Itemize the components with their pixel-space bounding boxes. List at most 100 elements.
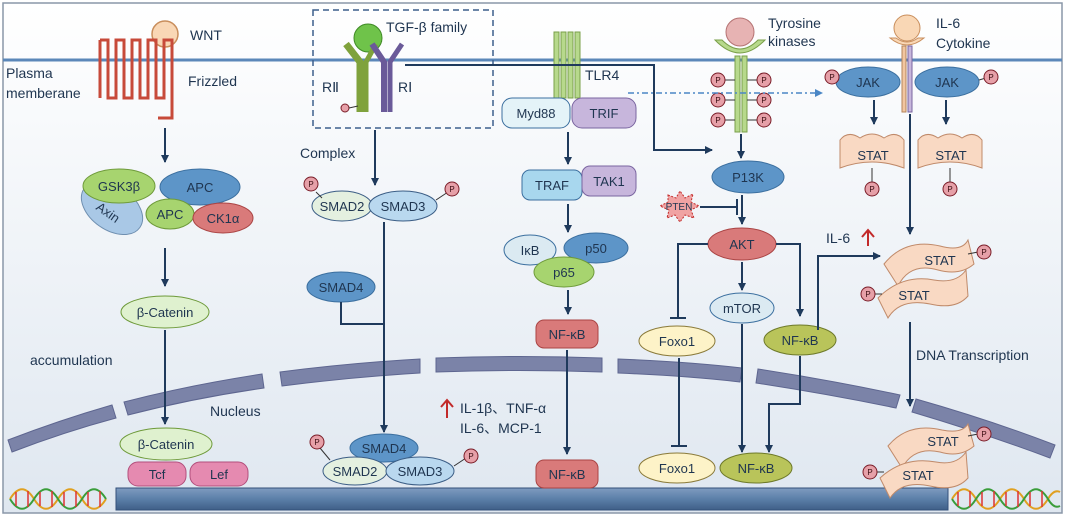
tyrosine-label-line2: kinases	[768, 33, 815, 49]
smad3-node-nuc	[385, 456, 455, 486]
dna-bar	[115, 487, 949, 511]
stat-label-4: STAT	[898, 288, 929, 303]
arrow-tgf-to-p13k	[405, 64, 713, 154]
inhibit-akt-to-foxo1	[677, 243, 708, 318]
mtor-node	[709, 292, 775, 324]
stat-label-6: STAT	[902, 468, 933, 483]
frizzled-receptor-icon	[98, 38, 174, 120]
p65-label: p65	[553, 265, 575, 280]
bcatenin-node-nuc	[119, 427, 213, 461]
nucleus-label: Nucleus	[210, 403, 261, 419]
up-arrow-cytokines-icon	[440, 398, 454, 418]
svg-text:P: P	[715, 96, 720, 105]
stat-label-2: STAT	[935, 148, 966, 163]
dna-helix-left-icon	[9, 488, 107, 510]
smad3-label-nuc: SMAD3	[398, 464, 443, 479]
svg-text:P: P	[981, 248, 986, 257]
smad4-label-nuc: SMAD4	[362, 441, 407, 456]
bcatenin-label-nuc: β-Catenin	[138, 437, 195, 452]
nfkb-label-cyto-1: NF-κB	[549, 327, 586, 342]
nfkb-node-cyto-1	[535, 319, 599, 349]
svg-text:P: P	[761, 76, 766, 85]
svg-text:P: P	[865, 290, 870, 299]
svg-text:P: P	[449, 185, 454, 194]
tcf-label: Tcf	[149, 467, 166, 482]
myd88-node	[501, 97, 571, 129]
tgf-phospho-small	[340, 103, 350, 113]
stat-dimer-nuc	[879, 422, 975, 499]
bcatenin-label-cyto: β-Catenin	[137, 305, 194, 320]
cytokines-line2: IL-6、MCP-1	[460, 420, 542, 436]
jak-label-1: JAK	[856, 75, 880, 90]
svg-text:P: P	[988, 73, 993, 82]
tgf-receptor-box	[312, 9, 494, 129]
tak1-node	[581, 165, 637, 197]
ck1a-label: CK1α	[207, 211, 240, 226]
stat-phospho-5	[976, 426, 992, 442]
smad3-phospho-cyto	[444, 181, 460, 197]
stat-phospho-6	[862, 464, 878, 480]
smad4-label-cyto: SMAD4	[319, 280, 364, 295]
il6-ligand-icon	[893, 14, 921, 42]
svg-text:P: P	[314, 438, 319, 447]
arrow-nfkb-to-il6	[817, 252, 881, 330]
foxo1-label-nuc: Foxo1	[659, 461, 695, 476]
p65-node	[533, 256, 595, 288]
stat-node-2	[917, 133, 983, 169]
trif-label: TRIF	[590, 106, 619, 121]
stat-node-1	[839, 133, 905, 169]
svg-text:P: P	[947, 185, 952, 194]
svg-text:P: P	[981, 430, 986, 439]
il6-label-line1: IL-6	[936, 15, 960, 31]
p50-label: p50	[585, 241, 607, 256]
stat-phospho-2	[942, 181, 958, 197]
ck1a-node	[192, 202, 254, 234]
stat-label-3: STAT	[924, 253, 955, 268]
lef-node	[189, 461, 249, 487]
apc-node-1	[159, 168, 241, 206]
nfkb-node-nuc-2	[719, 452, 793, 484]
foxo1-node-nuc	[638, 452, 716, 484]
svg-text:P: P	[761, 116, 766, 125]
smad3-label-cyto: SMAD3	[381, 199, 426, 214]
plasma-label-line2: memberane	[6, 85, 81, 101]
jak-phospho-2	[983, 69, 999, 85]
smad2-phospho-nuc	[309, 434, 325, 450]
tlr4-label: TLR4	[585, 67, 619, 83]
svg-text:P: P	[867, 468, 872, 477]
arrow-akt-to-nfkb	[776, 243, 804, 317]
stat-phospho-4	[860, 286, 876, 302]
wnt-label: WNT	[190, 27, 222, 43]
nfkb-node-cyto-2	[763, 324, 837, 356]
stat-label-1: STAT	[857, 148, 888, 163]
trif-node	[571, 97, 637, 129]
jak-node-2	[914, 66, 980, 98]
jak-label-2: JAK	[935, 75, 959, 90]
svg-text:P: P	[761, 96, 766, 105]
smad2-label-cyto: SMAD2	[320, 199, 365, 214]
myd88-label: Myd88	[516, 106, 555, 121]
dna-helix-right-icon	[951, 488, 1061, 510]
complex-label: Complex	[300, 145, 355, 161]
apc-label-1: APC	[187, 180, 214, 195]
r1-label: RⅠ	[398, 79, 412, 95]
il6-label-line2: Cytokine	[936, 35, 991, 51]
svg-text:P: P	[829, 73, 834, 82]
tcf-node	[127, 461, 187, 487]
plasma-label-line1: Plasma	[6, 65, 53, 81]
tyrosine-ligand-icon	[725, 17, 755, 47]
ikb-node	[503, 234, 557, 266]
svg-text:P: P	[308, 180, 313, 189]
tgf-receptor-r1-icon	[369, 42, 405, 112]
jak-phospho-1	[824, 69, 840, 85]
p13k-node	[711, 160, 785, 194]
nfkb-node-nuc-1	[535, 459, 599, 489]
up-arrow-il6-icon	[861, 228, 875, 246]
nfkb-label-nuc-2: NF-κB	[738, 461, 775, 476]
ikb-label: IκB	[521, 243, 540, 258]
tyrosine-label-line1: Tyrosine	[768, 15, 821, 31]
p13k-label: P13K	[732, 170, 764, 185]
foxo1-label-cyto: Foxo1	[659, 334, 695, 349]
